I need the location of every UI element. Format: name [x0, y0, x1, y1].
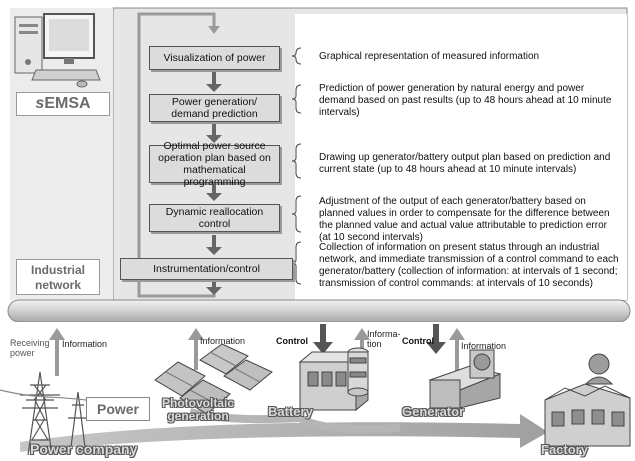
power-flow-arrow [20, 414, 548, 452]
network-pipe [7, 299, 631, 323]
control-label-battery: Control [276, 336, 308, 346]
receiving-power-label: Receiving power [10, 338, 50, 358]
industrial-network-label: Industrial network [16, 259, 100, 295]
control-arrows [313, 324, 446, 354]
description-instrumentation: Collection of information on present sta… [319, 242, 619, 289]
step-box-operation-plan: Optimal power source operation plan base… [149, 140, 280, 188]
solar-panel-icon [154, 343, 273, 415]
information-label-generator: Information [461, 341, 507, 351]
power-company-label: Power company [30, 441, 138, 457]
system-name-prefix: s [35, 95, 45, 112]
description-visualization: Graphical representation of measured inf… [319, 51, 540, 62]
description-operation-plan: Drawing up generator/battery output plan… [319, 152, 611, 175]
flow-arrows [206, 72, 222, 295]
information-label-battery: Informa- tion [367, 329, 401, 349]
description-area [295, 14, 627, 300]
description-dynamic-reallocation: Adjustment of the output of each generat… [319, 196, 610, 243]
factory-label: Factory [541, 442, 588, 457]
factory-icon [544, 353, 631, 447]
generator-label: Generator [402, 404, 465, 419]
generator-icon [428, 349, 502, 409]
system-name-main: EMSA [44, 95, 91, 112]
power-label: Power [86, 397, 150, 421]
step-box-instrumentation: Instrumentation/control [120, 258, 293, 280]
information-label-power-company: Information [62, 339, 108, 349]
step-box-prediction: Power generation/ demand prediction [149, 94, 280, 122]
transmission-tower-icon [0, 371, 101, 456]
photovoltaic-generation-label: Photovoltaic generation [161, 396, 234, 423]
step-box-visualization: Visualization of power [149, 46, 280, 70]
information-label-photovoltaic: Information [200, 336, 246, 346]
control-label-generator: Control [402, 336, 434, 346]
computer-icon [14, 13, 101, 88]
description-prediction: Prediction of power generation by natura… [319, 83, 612, 118]
system-name-label: sEMSA [16, 92, 110, 116]
step-box-dynamic-reallocation: Dynamic reallocation control [149, 204, 280, 232]
battery-label: Battery [268, 404, 313, 419]
battery-icon [298, 347, 370, 412]
